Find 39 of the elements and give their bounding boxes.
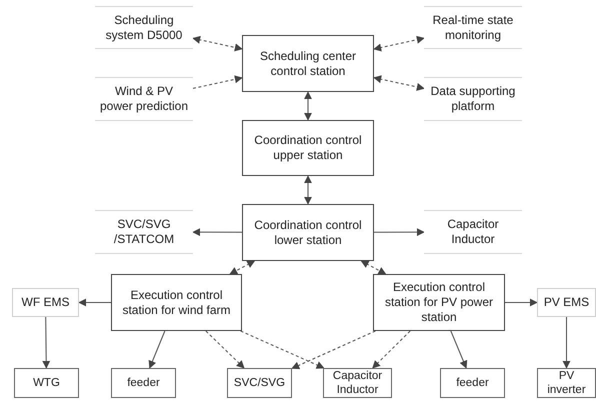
station-box: SVC/SVG /STATCOM: [95, 210, 193, 254]
station-box: Capacitor Inductor: [323, 368, 392, 398]
arrow: [78, 298, 112, 306]
arrow: [304, 175, 312, 205]
station-box: Execution control station for wind farm: [111, 274, 242, 331]
arrow: [240, 330, 324, 369]
station-box: Coordination control upper station: [242, 120, 374, 176]
arrow: [562, 316, 570, 369]
arrow: [374, 228, 425, 236]
station-box: Execution control station for PV power station: [373, 274, 505, 331]
station-box: Scheduling system D5000: [95, 6, 193, 49]
arrow: [148, 330, 166, 369]
station-box: WTG: [14, 368, 79, 398]
station-box: Scheduling center control station: [242, 35, 374, 92]
station-box: Wind & PV power prediction: [95, 77, 193, 121]
station-box: Coordination control lower station: [242, 204, 374, 261]
station-box: Data supporting platform: [424, 77, 522, 121]
arrow: [192, 36, 243, 52]
arrow: [373, 75, 425, 91]
station-box: PV inverter: [537, 368, 596, 398]
arrow: [450, 330, 468, 369]
arrow: [192, 75, 243, 89]
arrow: [304, 91, 312, 121]
arrow: [229, 260, 256, 274]
station-box: Real-time state monitoring: [424, 6, 522, 49]
station-box: PV EMS: [537, 288, 596, 317]
arrow: [372, 330, 411, 369]
arrow: [373, 36, 425, 52]
station-box: WF EMS: [12, 288, 79, 317]
station-box: feeder: [440, 368, 505, 398]
arrow: [205, 330, 245, 369]
arrow: [291, 330, 376, 370]
station-box: Capacitor Inductor: [424, 210, 522, 254]
arrow: [42, 316, 50, 369]
arrow: [192, 228, 242, 236]
station-box: feeder: [111, 368, 176, 398]
arrow: [504, 298, 538, 306]
arrow: [360, 260, 386, 274]
station-box: SVC/SVG: [227, 368, 292, 398]
